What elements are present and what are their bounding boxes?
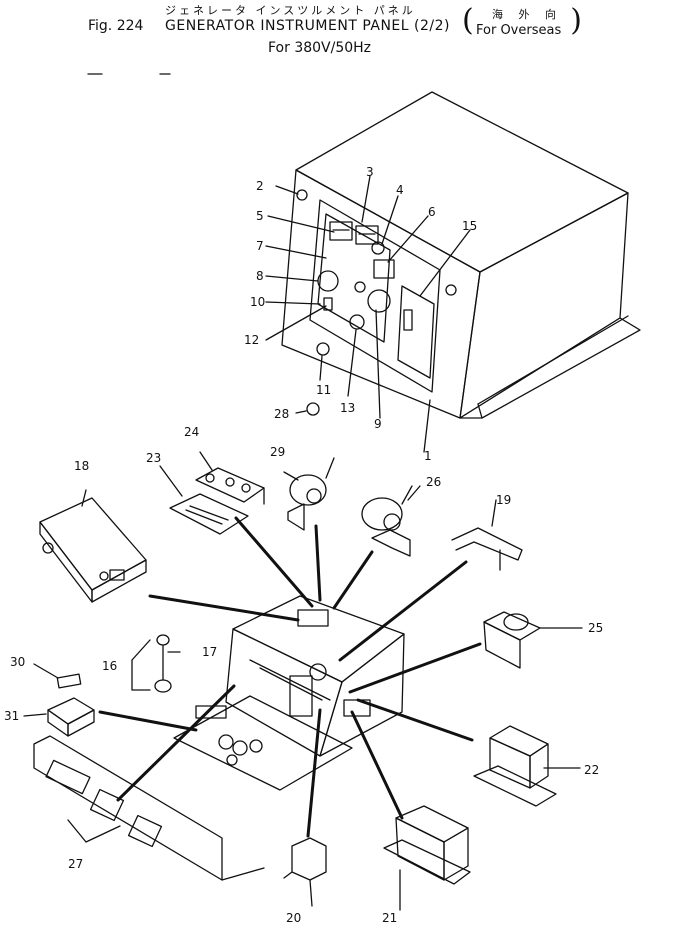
callout-16: 16 [102,659,117,673]
callout-27: 27 [68,857,83,871]
inner-chassis [173,595,405,791]
leader-31 [23,713,47,717]
callout-8: 8 [256,269,264,283]
callout-25: 25 [588,621,603,635]
figure-number: Fig. 224 [88,18,144,34]
part-30-fuse [33,663,82,689]
callout-21: 21 [382,911,397,925]
callout-labels: 2 3 4 5 6 7 8 10 12 11 13 9 15 1 28 24 2… [4,165,603,925]
callout-31: 31 [4,709,19,723]
part-24-terminal-strip [195,451,265,505]
region-label: For Overseas [476,23,562,38]
part-16-fuse-holder [131,634,172,693]
callout-29: 29 [270,445,285,459]
diagram-title: GENERATOR INSTRUMENT PANEL (2/2) [165,18,450,34]
part-31-fuse-block [47,697,95,737]
callout-7: 7 [256,239,264,253]
callout-17: 17 [202,645,217,659]
part-21-transformer [383,805,471,911]
callout-3: 3 [366,165,374,179]
callout-5: 5 [256,209,264,223]
callout-4: 4 [396,183,404,197]
callout-13: 13 [340,401,355,415]
callout-9: 9 [374,417,382,431]
callout-11: 11 [316,383,331,397]
callout-26: 26 [426,475,441,489]
callout-15: 15 [462,219,477,233]
japanese-title: ジェネレータ インスツルメント パネル [165,4,416,17]
callout-24: 24 [184,425,199,439]
callout-12: 12 [244,333,259,347]
callout-18: 18 [74,459,89,473]
callout-30: 30 [10,655,25,669]
diagram-subtitle: For 380V/50Hz [268,40,372,56]
callout-19: 19 [496,493,511,507]
callout-10: 10 [250,295,265,309]
part-23-terminal-plate [159,465,249,535]
panel-box [281,91,641,419]
part-18-terminal-box [39,489,147,603]
callout-22: 22 [584,763,599,777]
callout-28: 28 [274,407,289,421]
part-27-terminal-rail [33,735,265,881]
callout-6: 6 [428,205,436,219]
part-20-switch [283,837,327,907]
leader-lines [98,516,482,838]
region-note: ( 海 外 向 For Overseas ) [462,4,582,44]
diagram-header: ジェネレータ インスツルメント パネル Fig. 224 GENERATOR I… [0,0,685,80]
part-26-switch [361,485,421,557]
part-19-bracket [451,499,523,571]
callout-2: 2 [256,179,264,193]
part-29-switch [283,457,335,531]
callout-23: 23 [146,451,161,465]
part-22-transformer [473,725,581,807]
part-25-relay [483,611,583,669]
callout-leaders [265,175,471,453]
callout-1: 1 [424,449,432,463]
callout-20: 20 [286,911,301,925]
close-paren: ) [570,3,582,38]
open-paren: ( [462,3,474,38]
region-japanese: 海 外 向 [492,8,562,21]
